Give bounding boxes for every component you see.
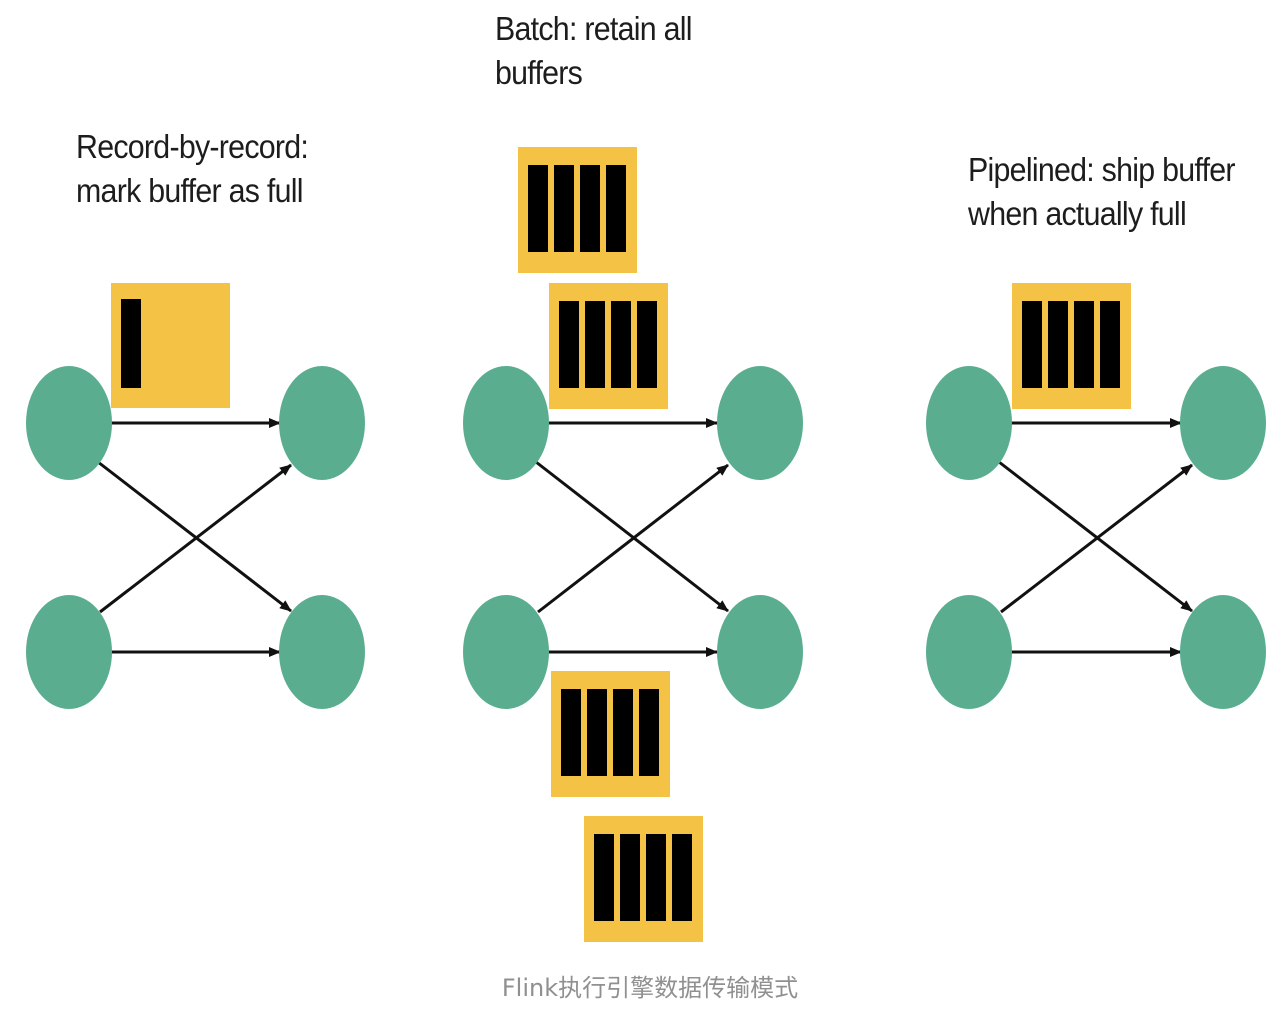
pipelined-panel <box>926 283 1266 709</box>
source-node-top <box>926 366 1012 480</box>
buffer-record <box>1074 301 1094 388</box>
target-node-bottom <box>279 595 365 709</box>
pipelined-edges <box>998 418 1193 657</box>
target-node-bottom <box>717 595 803 709</box>
buffer-record <box>639 689 659 776</box>
buffer-record <box>611 301 631 388</box>
buffer-record <box>121 299 141 388</box>
target-node-top <box>1180 366 1266 480</box>
source-node-top <box>26 366 112 480</box>
buffer-record <box>580 165 600 252</box>
edge-bottom-to-top <box>99 463 292 614</box>
buffer-partial <box>111 283 230 408</box>
buffer-record <box>561 689 581 776</box>
batch-label-line2: buffers <box>495 54 583 91</box>
buffer-record <box>559 301 579 388</box>
buffer-record <box>646 834 666 921</box>
buffer-record <box>587 689 607 776</box>
buffer-full-4 <box>584 816 703 942</box>
target-node-top <box>279 366 365 480</box>
buffer-record <box>672 834 692 921</box>
edge-top-to-bottom <box>535 460 729 613</box>
record-by-record-panel <box>26 283 365 709</box>
edge-top-to-bottom <box>97 460 292 613</box>
source-node-bottom <box>463 595 549 709</box>
buffer-record <box>594 834 614 921</box>
buffer-record <box>585 301 605 388</box>
buffer-record <box>637 301 657 388</box>
edge-top-to-bottom <box>998 460 1193 613</box>
pipelined-label-line2: when actually full <box>968 195 1187 232</box>
buffer-full-3 <box>551 671 670 797</box>
buffer-record <box>1048 301 1068 388</box>
figure-caption: Flink执行引擎数据传输模式 <box>501 974 799 1002</box>
batch-edges <box>535 418 729 657</box>
record-by-record-label-line2: mark buffer as full <box>76 172 303 209</box>
pipelined-label-line1: Pipelined: ship buffer <box>968 151 1236 188</box>
target-node-bottom <box>1180 595 1266 709</box>
buffer-record <box>613 689 633 776</box>
edge-bottom-to-top <box>1000 463 1193 614</box>
target-node-top <box>717 366 803 480</box>
edge-bottom-to-top <box>537 463 729 614</box>
source-node-bottom <box>926 595 1012 709</box>
record-by-record-edges <box>97 418 292 657</box>
buffer-record <box>1022 301 1042 388</box>
source-node-bottom <box>26 595 112 709</box>
buffer-full-2 <box>549 283 668 409</box>
record-by-record-label: Record-by-record: mark buffer as full <box>76 125 309 213</box>
buffer-record <box>528 165 548 252</box>
buffer-full <box>1012 283 1131 409</box>
buffer-record <box>1100 301 1120 388</box>
buffer-record <box>606 165 626 252</box>
batch-label: Batch: retain all buffers <box>495 7 692 95</box>
source-node-top <box>463 366 549 480</box>
pipelined-label: Pipelined: ship buffer when actually ful… <box>968 148 1236 236</box>
buffer-record <box>620 834 640 921</box>
record-by-record-label-line1: Record-by-record: <box>76 128 309 165</box>
batch-panel <box>463 147 803 942</box>
batch-label-line1: Batch: retain all <box>495 10 692 47</box>
buffer-full-1 <box>518 147 637 273</box>
buffer-record <box>554 165 574 252</box>
